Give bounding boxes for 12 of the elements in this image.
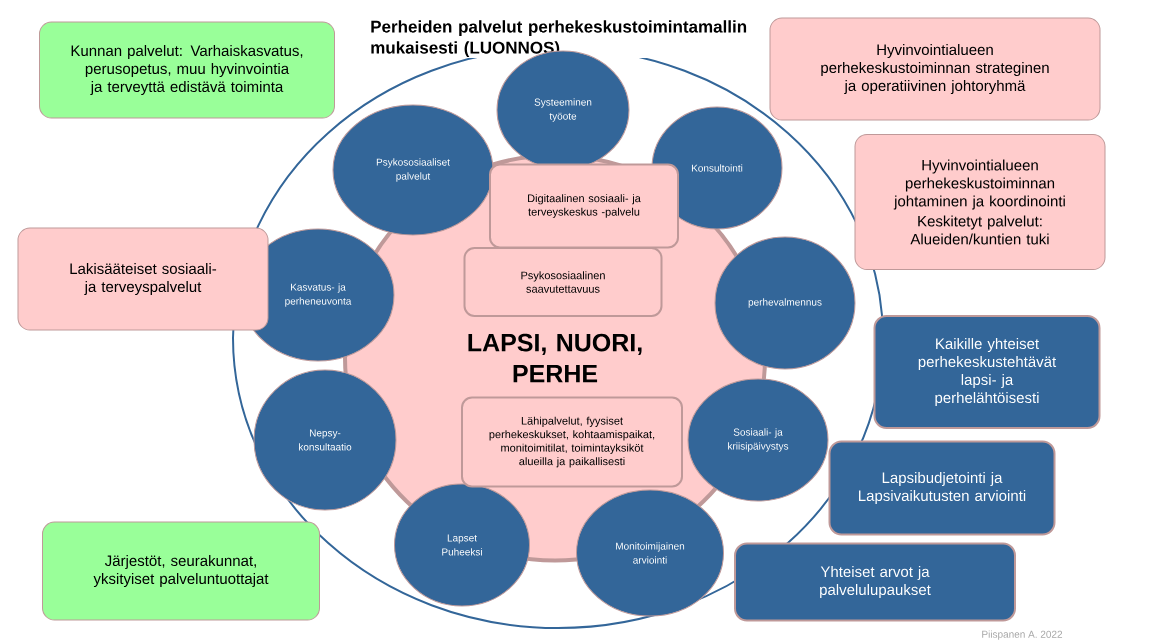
process-box: Kunnan palvelut: Varhaiskasvatus, perusopetus, muu hyvinvointia ja terveyttä edistävä toiminta xyxy=(39,21,335,119)
process-box: Digitaalinen sosiaali- ja terveyskeskus -palvelu xyxy=(489,163,679,249)
process-box: Järjestöt, seurakunnat, yksityiset palveluntuottajat xyxy=(42,521,320,621)
process-box: Lähipalvelut, fyysiset perhekeskukset, kohtaamispaikat, monitoimitilat, toimintayksiköt alueilla ja paikallisesti xyxy=(461,396,683,488)
process-box: Lapsibudjetointi ja Lapsivaikutusten arviointi xyxy=(828,440,1056,536)
process-box: Psykososiaalinen saavutettavuus xyxy=(463,247,663,317)
process-box: Yhteiset arvot ja palvelulupaukset xyxy=(734,542,1016,622)
credit-text: Piispanen A. 2022 xyxy=(982,630,1063,640)
process-box: Lakisääteiset sosiaali- ja terveyspalvelut xyxy=(17,227,269,331)
process-box: Hyvinvointialueen perhekeskustoiminnan strateginen ja operatiivinen johtoryhmä xyxy=(769,17,1101,121)
process-box: Kaikille yhteiset perhekeskustehtävät lapsi- ja perhelähtöisesti xyxy=(873,315,1101,429)
process-box: Hyvinvointialueen perhekeskustoiminnan johtaminen ja koordinointi Keskitetyt palvelut: Alueiden/kuntien tuki xyxy=(854,134,1106,270)
